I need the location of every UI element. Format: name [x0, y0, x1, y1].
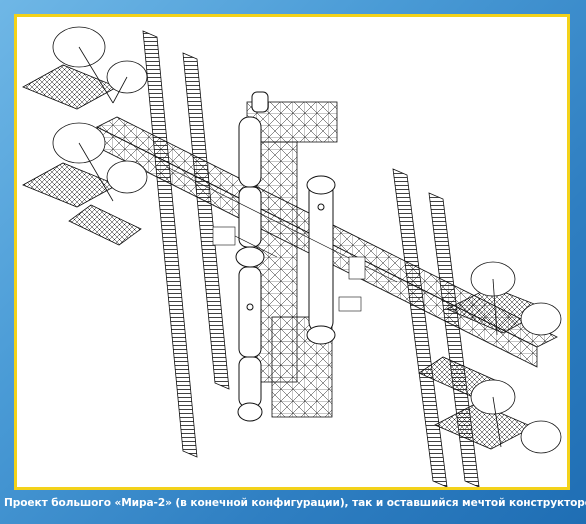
figure-caption: Проект большого «Мира-2» (в конечной кон…: [4, 497, 586, 509]
left-solar-array-bottom: [22, 122, 148, 246]
upper-truss: [246, 101, 338, 418]
right-solar-array-bottom: [434, 379, 562, 454]
space-station-drawing: [22, 26, 562, 487]
truss-details: [166, 166, 398, 312]
illustration-frame: [14, 14, 570, 490]
left-solar-array-top: [22, 26, 148, 110]
central-modules: [235, 91, 336, 422]
